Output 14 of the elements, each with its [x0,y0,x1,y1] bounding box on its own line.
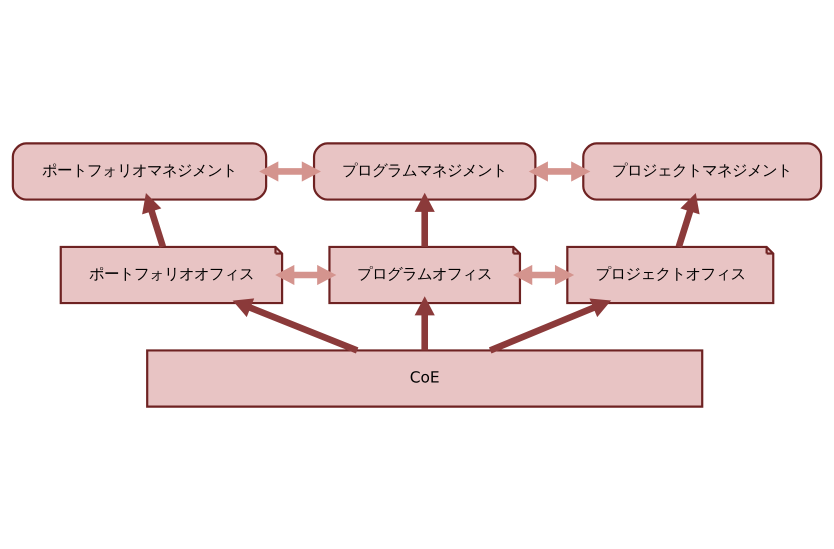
arrow [259,160,321,182]
arrow [414,296,435,350]
node-box: ポートフォリオマネジメント [12,142,268,200]
arrow [232,298,358,353]
arrow [528,160,590,182]
node-box: CoE [146,348,704,408]
arrow [676,192,700,248]
arrow [414,192,435,246]
node-box: プログラムマネジメント [312,142,536,200]
arrow [513,264,574,285]
node-box: プロジェクトマネジメント [582,142,822,200]
arrow [142,192,166,248]
arrow [488,298,612,353]
arrow [275,264,336,285]
